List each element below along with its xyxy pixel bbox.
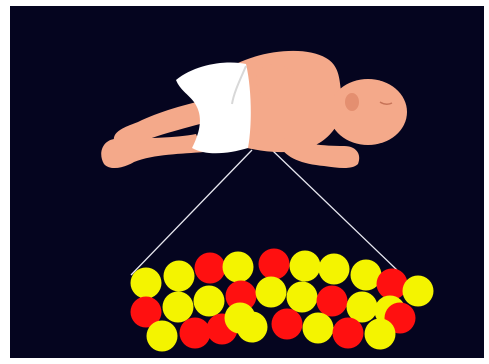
yellow-cell bbox=[303, 313, 334, 344]
yellow-cell bbox=[147, 321, 178, 352]
yellow-cell bbox=[225, 303, 256, 334]
yellow-cell bbox=[256, 277, 287, 308]
yellow-cell bbox=[287, 282, 318, 313]
red-cell bbox=[377, 269, 408, 300]
red-cell bbox=[333, 318, 364, 349]
infant-ear bbox=[345, 93, 359, 111]
red-cell bbox=[272, 309, 303, 340]
red-cell bbox=[180, 318, 211, 349]
yellow-cell bbox=[131, 268, 162, 299]
yellow-cell bbox=[319, 254, 350, 285]
yellow-cell bbox=[164, 261, 195, 292]
yellow-cell bbox=[194, 286, 225, 317]
yellow-cell bbox=[223, 252, 254, 283]
red-cell bbox=[259, 249, 290, 280]
red-cell bbox=[317, 286, 348, 317]
yellow-cell bbox=[290, 251, 321, 282]
yellow-cell bbox=[163, 292, 194, 323]
yellow-cell bbox=[403, 276, 434, 307]
red-cell bbox=[195, 253, 226, 284]
yellow-cell bbox=[365, 319, 396, 350]
infant-head bbox=[329, 79, 407, 145]
